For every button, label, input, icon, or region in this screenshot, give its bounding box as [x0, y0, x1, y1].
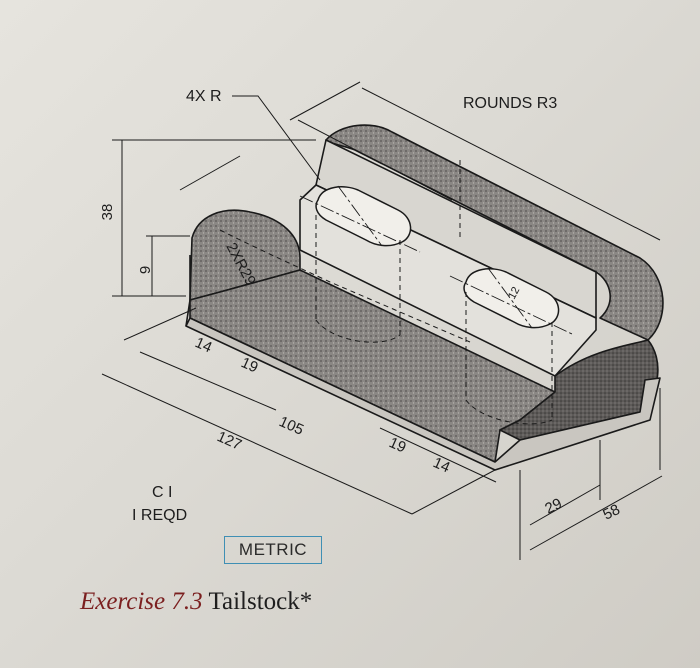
dim-step: 9: [137, 266, 154, 274]
dim-slot-len-left: 19: [238, 354, 260, 376]
hidden-lines: [219, 160, 553, 425]
left-step: [185, 255, 191, 327]
dim-mid-length: 105: [276, 413, 306, 439]
label-rounds: ROUNDS R3: [463, 95, 557, 112]
exercise-number: Exercise 7.3: [80, 588, 203, 615]
exercise-title: Tailstock*: [208, 588, 313, 615]
label-slot-width: 12: [506, 285, 522, 301]
dimension-lines: [101, 81, 663, 560]
center-lines: [299, 185, 573, 335]
tailstock-part: [185, 124, 664, 471]
dim-slot-spacing-right: 14: [430, 454, 452, 476]
slot-left: [315, 186, 412, 247]
back-rail-top: [325, 124, 664, 341]
left-rounded-end: [189, 209, 301, 301]
metric-badge: METRIC: [224, 536, 322, 564]
dim-height: 38: [99, 204, 116, 221]
label-part-id: C I: [152, 484, 172, 501]
base-strip: [185, 317, 661, 471]
dim-total-length: 127: [214, 428, 244, 454]
label-fillet-count: 4X R: [186, 88, 222, 105]
figure-caption: Exercise 7.3 Tailstock*: [80, 588, 312, 616]
label-qty: I REQD: [132, 507, 187, 524]
dim-total-width: 58: [600, 501, 622, 524]
dim-slot-spacing-left: 14: [192, 334, 214, 356]
dim-half-width: 29: [542, 495, 564, 518]
dim-slot-len-right: 19: [386, 434, 408, 456]
